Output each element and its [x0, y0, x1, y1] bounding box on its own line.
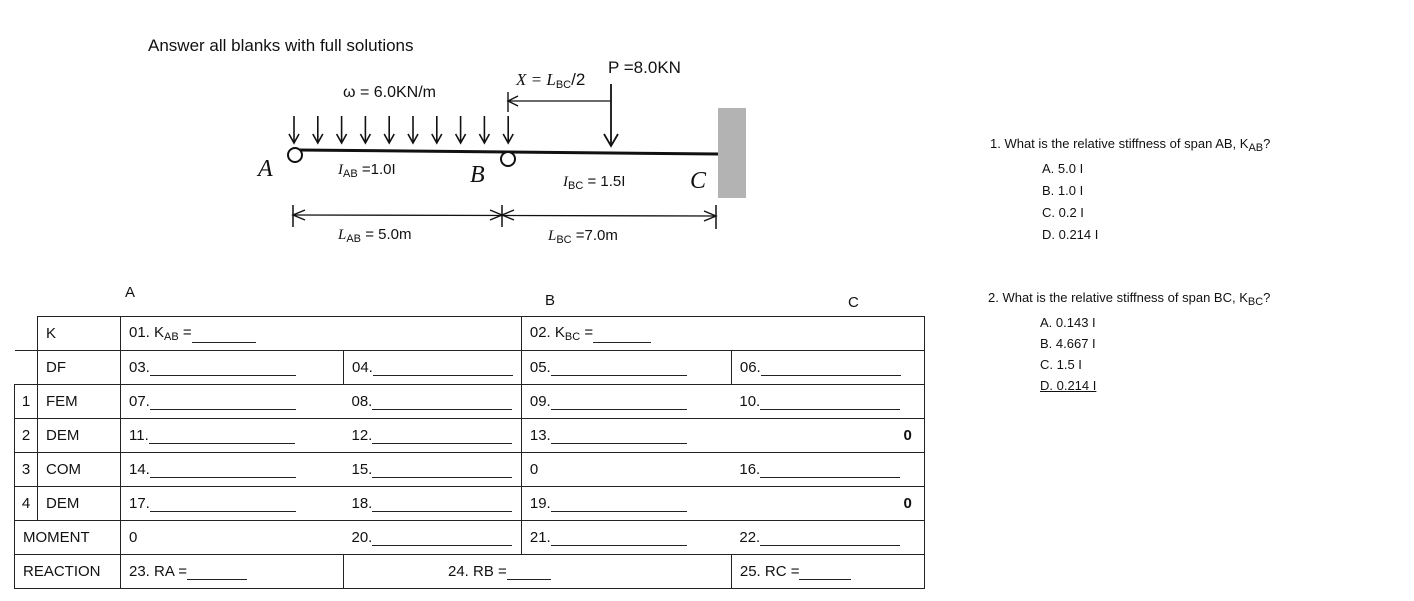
table-row-dem-1: 2 DEM 11. 12. 13. 0	[14, 418, 925, 453]
row-label-reaction: REACTION	[14, 554, 121, 589]
table-row-df: DF 03. 04. 05. 06.	[14, 350, 925, 385]
ibc-label: IBC = 1.5I	[563, 173, 626, 192]
row-index-3: 3	[14, 452, 38, 487]
option-c[interactable]: C. 0.2 I	[1042, 205, 1084, 220]
lab-label: LAB = 5.0m	[338, 226, 412, 245]
lbc-label: LBC =7.0m	[548, 227, 618, 246]
row-label-moment: MOMENT	[14, 520, 121, 555]
load-arrow-head	[478, 133, 491, 145]
load-arrow-head	[454, 133, 467, 145]
iab-label: IAB =1.0I	[338, 161, 396, 180]
blank-24[interactable]: 24. RB =	[343, 554, 732, 589]
question-2: 2. What is the relative stiffness of spa…	[988, 288, 1270, 396]
blank-13[interactable]: 13.	[520, 418, 732, 453]
question-2-stem: 2. What is the relative stiffness of spa…	[988, 290, 1271, 308]
value-zero: 0	[120, 520, 344, 555]
value-zero: 0	[520, 452, 732, 487]
row-index-2: 2	[14, 418, 38, 453]
blank-25[interactable]: 25. RC =	[731, 554, 925, 589]
blank-08[interactable]: 08.	[343, 384, 522, 419]
table-row-dem-2: 4 DEM 17. 18. 19. 0	[14, 486, 925, 521]
row-label-dem: DEM	[37, 418, 121, 453]
point-load-label: P =8.0KN	[608, 58, 681, 77]
blank-10[interactable]: 10.	[731, 384, 925, 419]
table-row-fem: 1 FEM 07. 08. 09. 10.	[14, 384, 925, 419]
distributed-load-arrows	[288, 116, 514, 145]
load-arrow-head	[431, 133, 443, 145]
row-index	[14, 350, 38, 385]
table-row-com: 3 COM 14. 15. 0 16.	[14, 452, 925, 487]
blank-23[interactable]: 23. RA =	[120, 554, 344, 589]
table-row-moment: MOMENT 0 20. 21. 22.	[14, 520, 925, 555]
blank-16[interactable]: 16.	[731, 452, 925, 487]
question-1-stem: 1. What is the relative stiffness of spa…	[990, 136, 1271, 154]
row-index-1: 1	[14, 384, 38, 419]
option-d[interactable]: D. 0.214 I	[1040, 378, 1097, 393]
row-label-fem: FEM	[37, 384, 121, 419]
blank-21[interactable]: 21.	[520, 520, 732, 555]
blank-20[interactable]: 20.	[343, 520, 522, 555]
beam-diagram	[287, 84, 746, 229]
blank-18[interactable]: 18.	[343, 486, 522, 521]
option-b[interactable]: B. 1.0 I	[1042, 183, 1084, 198]
blank-14[interactable]: 14.	[120, 452, 344, 487]
value-zero: 0	[731, 486, 925, 521]
instruction-text: Answer all blanks with full solutions	[148, 36, 414, 55]
table-row-k: K 01. KAB = 02. KBC =	[14, 316, 925, 351]
distributed-load-label: ω = 6.0KN/m	[343, 84, 436, 101]
blank-15[interactable]: 15.	[343, 452, 522, 487]
blank-03[interactable]: 03.	[120, 350, 344, 385]
option-a[interactable]: A. 0.143 I	[1040, 315, 1096, 330]
load-arrow-head	[383, 133, 395, 145]
blank-01[interactable]: 01. KAB =	[120, 316, 344, 351]
point-b-label: B	[470, 162, 485, 188]
load-arrow-head	[359, 133, 372, 145]
option-c[interactable]: C. 1.5 I	[1040, 357, 1082, 372]
row-index-4: 4	[14, 486, 38, 521]
cell-empty	[343, 316, 522, 351]
blank-09[interactable]: 09.	[520, 384, 732, 419]
column-b-header: B	[545, 292, 556, 309]
table-row-reaction: REACTION 23. RA = 24. RB = 25. RC =	[14, 554, 925, 589]
blank-12[interactable]: 12.	[343, 418, 522, 453]
blank-05[interactable]: 05.	[520, 350, 732, 385]
blank-02[interactable]: 02. KBC =	[520, 316, 732, 351]
blank-04[interactable]: 04.	[343, 350, 522, 385]
moment-distribution-table: K 01. KAB = 02. KBC = DF 03. 04. 05. 06.…	[14, 316, 925, 589]
blank-19[interactable]: 19.	[520, 486, 732, 521]
row-label-df: DF	[37, 350, 121, 385]
option-b[interactable]: B. 4.667 I	[1040, 336, 1096, 351]
column-c-header: C	[848, 294, 859, 311]
column-a-header: A	[125, 284, 136, 301]
support-a-pin	[287, 147, 303, 163]
blank-17[interactable]: 17.	[120, 486, 344, 521]
cell-empty	[731, 316, 925, 351]
blank-22[interactable]: 22.	[731, 520, 925, 555]
blank-06[interactable]: 06.	[731, 350, 925, 385]
row-label-dem: DEM	[37, 486, 121, 521]
row-label-k: K	[37, 316, 121, 351]
point-a-label: A	[258, 156, 273, 182]
x-dimension-label: X = LBC/2	[516, 70, 586, 91]
support-b-pin	[500, 151, 516, 167]
load-arrow-head	[312, 133, 324, 145]
question-1: 1. What is the relative stiffness of spa…	[990, 134, 1270, 246]
point-c-label: C	[690, 168, 707, 194]
option-a[interactable]: A. 5.0 I	[1042, 161, 1084, 176]
load-arrow-head	[288, 133, 300, 145]
load-arrow-head	[407, 133, 419, 145]
row-label-com: COM	[37, 452, 121, 487]
fixed-wall-c	[718, 108, 746, 198]
value-zero: 0	[731, 418, 925, 453]
load-arrow-head	[335, 133, 348, 145]
blank-07[interactable]: 07.	[120, 384, 344, 419]
option-d[interactable]: D. 0.214 I	[1042, 227, 1099, 242]
blank-11[interactable]: 11.	[120, 418, 344, 453]
load-arrow-head	[502, 133, 514, 145]
row-index	[14, 316, 38, 351]
